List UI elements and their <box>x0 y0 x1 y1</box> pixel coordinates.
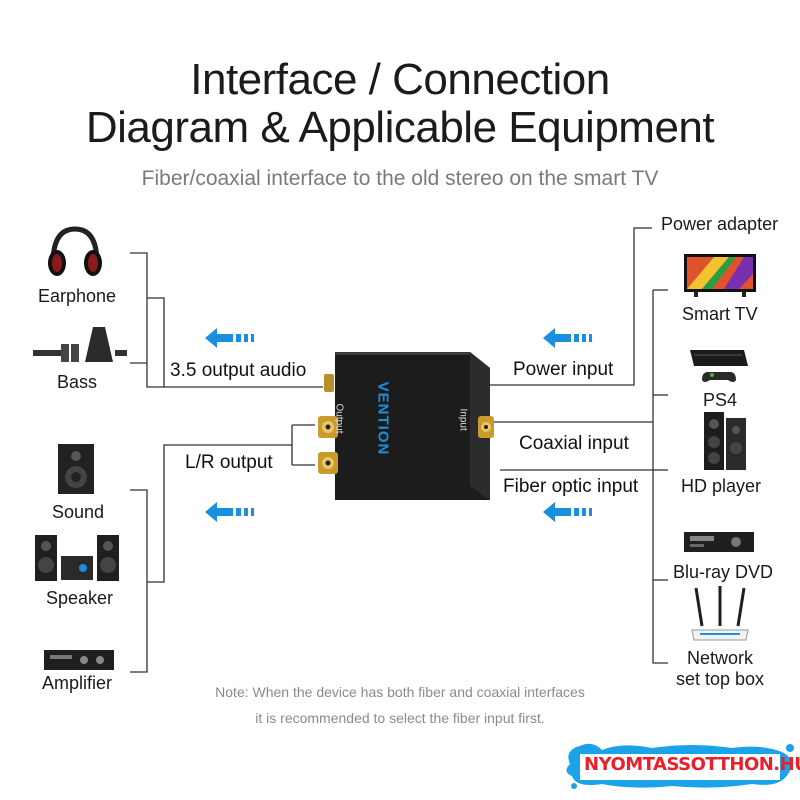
ps4-icon <box>690 350 748 382</box>
note-line-1: Note: When the device has both fiber and… <box>215 684 585 700</box>
router-icon <box>691 586 749 641</box>
watermark-splash-icon <box>566 743 794 789</box>
power-input-label: Power input <box>513 359 614 380</box>
line-lr-output <box>147 444 292 583</box>
hd-player-tower-icon <box>704 412 746 470</box>
bass-speaker-icon <box>33 327 127 362</box>
output-port-label: Output <box>333 403 345 434</box>
line-35-output <box>147 297 323 388</box>
watermark-text: NYOMTASSOTTHON.HU <box>584 754 800 775</box>
bass-label: Bass <box>57 372 98 392</box>
arrow-right-power <box>543 328 592 348</box>
brand-logo: VENTION <box>374 381 392 456</box>
power-adapter-label: Power adapter <box>661 214 779 234</box>
headphones-icon <box>48 226 102 276</box>
hd-player-label: HD player <box>681 476 762 496</box>
bracket-right-devices <box>652 290 668 664</box>
smart-tv-icon <box>684 254 756 297</box>
arrow-left-35 <box>205 328 254 348</box>
title-line-1: Interface / Connection <box>190 55 610 104</box>
converter-device <box>318 352 494 500</box>
speaker-label: Speaker <box>46 588 114 608</box>
earphone-label: Earphone <box>38 286 117 306</box>
arrow-right-fiber <box>543 502 592 522</box>
subtitle: Fiber/coaxial interface to the old stere… <box>141 167 659 190</box>
bluray-dvd-label: Blu-ray DVD <box>673 562 774 582</box>
bluray-player-icon <box>684 532 754 552</box>
bracket-sound-speaker-amp <box>130 489 148 673</box>
lr-output-label: L/R output <box>185 452 273 473</box>
fiber-optic-input-label: Fiber optic input <box>503 476 639 497</box>
arrow-left-lr <box>205 502 254 522</box>
watermark: NYOMTASSOTTHON.HU <box>562 740 800 792</box>
network-label-line-1: Network <box>686 648 753 668</box>
line-power-input <box>487 227 652 386</box>
ps4-label: PS4 <box>703 390 738 410</box>
bracket-earphone-bass <box>130 252 164 388</box>
amplifier-label: Amplifier <box>42 673 113 693</box>
title-line-2: Diagram & Applicable Equipment <box>85 103 715 152</box>
sound-label: Sound <box>52 502 105 522</box>
audio-35-output-label: 3.5 output audio <box>170 360 307 381</box>
amplifier-icon <box>44 650 114 670</box>
input-port-label: Input <box>457 408 469 431</box>
sound-speaker-icon <box>58 444 94 494</box>
note-line-2: it is recommended to select the fiber in… <box>255 710 545 726</box>
network-label-line-2: set top box <box>675 669 765 689</box>
smart-tv-label: Smart TV <box>682 304 758 324</box>
speaker-set-icon <box>35 535 119 581</box>
coaxial-input-label: Coaxial input <box>519 433 629 454</box>
